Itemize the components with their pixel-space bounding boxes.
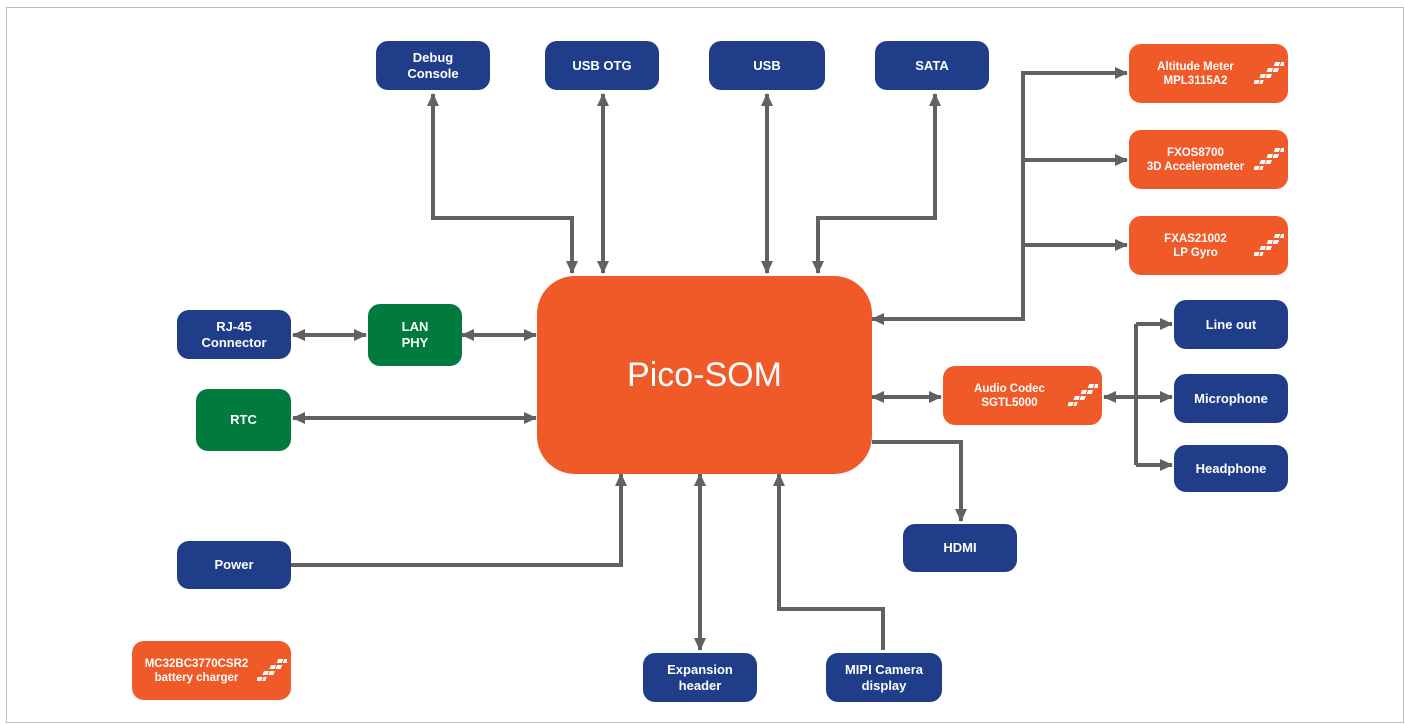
accelerometer-label: FXOS8700 3D Accelerometer [1146, 146, 1245, 173]
altitude-meter-block: Altitude Meter MPL3115A2 [1129, 44, 1288, 103]
wire-sensor-bus [871, 67, 1128, 325]
rtc-block: RTC [196, 389, 291, 451]
wire-sata [812, 93, 941, 274]
usb-block: USB [709, 41, 825, 90]
gyro-label: FXAS21002 LP Gyro [1164, 232, 1227, 259]
power-block: Power [177, 541, 291, 589]
wire-power [291, 473, 627, 567]
microphone-block: Microphone [1174, 374, 1288, 423]
nxp-logo-icon [1253, 232, 1287, 260]
accelerometer-block: FXOS8700 3D Accelerometer [1129, 130, 1288, 189]
rj45-connector-block: RJ-45 Connector [177, 310, 291, 359]
diagram-frame [6, 7, 1404, 723]
line-out-block: Line out [1174, 300, 1288, 349]
nxp-logo-icon [256, 657, 290, 685]
wire-mipi-camera [773, 473, 885, 650]
nxp-logo-icon [1253, 146, 1287, 174]
pico-som-block: Pico-SOM [537, 276, 872, 474]
wire-hdmi [872, 440, 967, 522]
nxp-logo-icon [1067, 382, 1101, 410]
hdmi-block: HDMI [903, 524, 1017, 572]
battery-charger-label: MC32BC3770CSR2 battery charger [144, 657, 249, 684]
nxp-logo-icon [1253, 60, 1287, 88]
audio-codec-label: Audio Codec SGTL5000 [974, 382, 1045, 409]
expansion-header-block: Expansion header [643, 653, 757, 702]
lan-phy-block: LAN PHY [368, 304, 462, 366]
debug-console-block: Debug Console [376, 41, 490, 90]
gyro-block: FXAS21002 LP Gyro [1129, 216, 1288, 275]
headphone-block: Headphone [1174, 445, 1288, 492]
wire-debug-console [427, 93, 578, 274]
mipi-camera-block: MIPI Camera display [826, 653, 942, 702]
usb-otg-block: USB OTG [545, 41, 659, 90]
altitude-meter-label: Altitude Meter MPL3115A2 [1157, 60, 1234, 87]
sata-block: SATA [875, 41, 989, 90]
battery-charger-block: MC32BC3770CSR2 battery charger [132, 641, 291, 700]
audio-codec-block: Audio Codec SGTL5000 [943, 366, 1102, 425]
